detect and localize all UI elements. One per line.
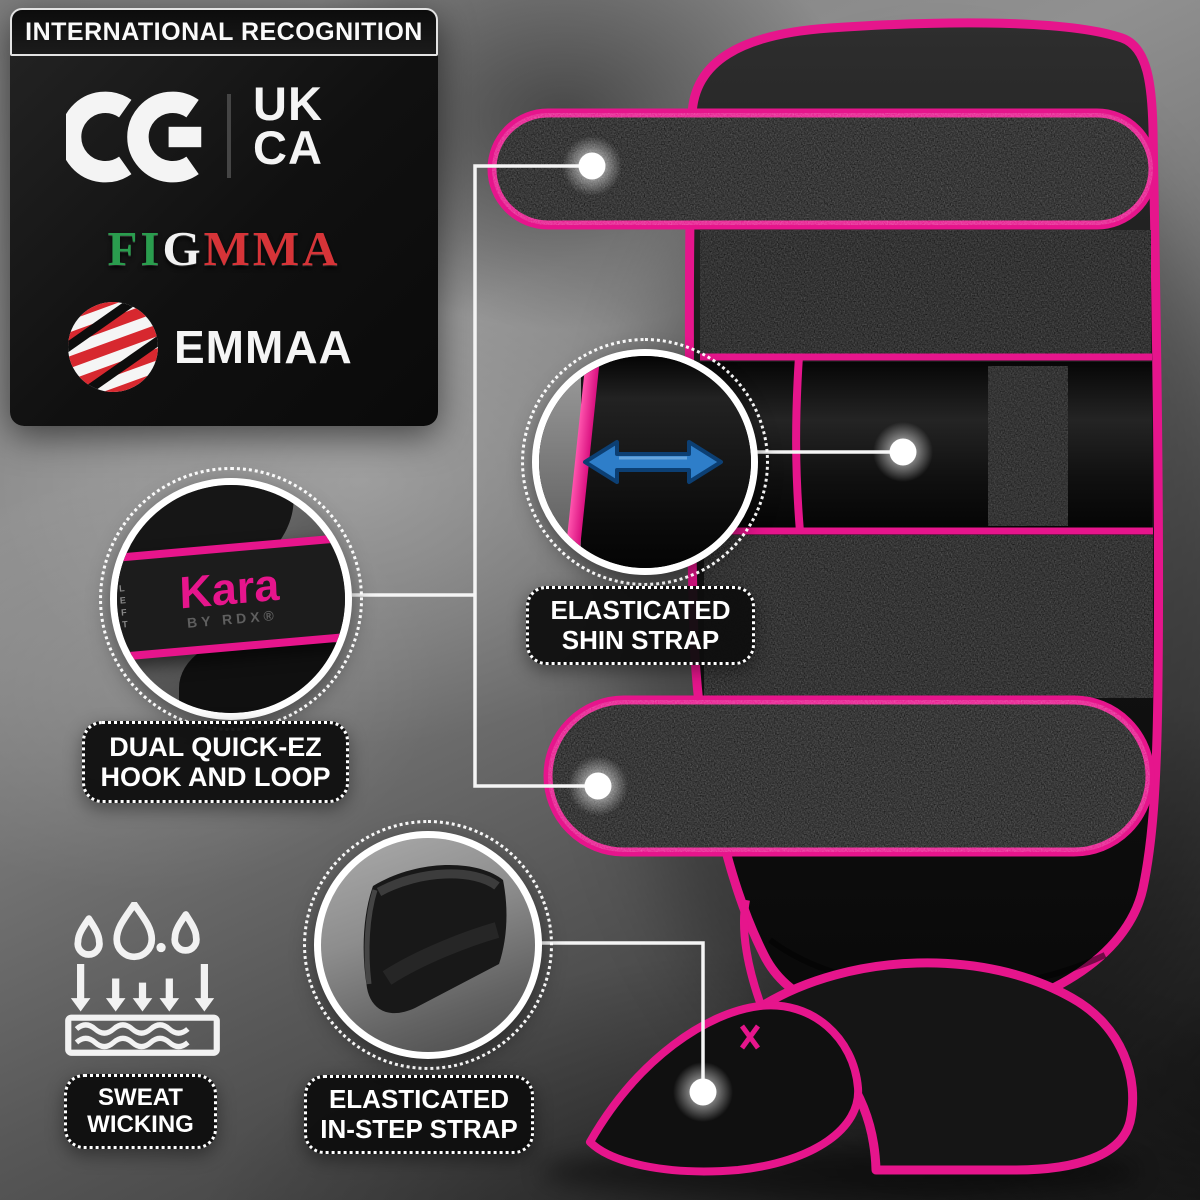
ukca-line1: UK bbox=[253, 77, 323, 130]
divider bbox=[227, 94, 231, 178]
shin-strap-closeup-circle bbox=[521, 338, 769, 586]
blue-double-arrow-icon bbox=[577, 433, 729, 491]
callout-lines bbox=[352, 164, 903, 1092]
rdx-mark bbox=[739, 1024, 761, 1050]
strap-closeup-circle: Kara BY RDX® LEFT bbox=[99, 467, 363, 731]
emmaa-striped-ball-icon bbox=[68, 302, 158, 392]
closeup-background bbox=[539, 356, 751, 568]
closeup-background bbox=[321, 838, 535, 1052]
label-line2: WICKING bbox=[87, 1110, 194, 1138]
label-line2: IN-STEP STRAP bbox=[320, 1113, 518, 1144]
background-sliver bbox=[539, 356, 590, 568]
kara-branded-strap: Kara BY RDX® LEFT bbox=[117, 532, 345, 663]
figmma-g: G bbox=[162, 221, 204, 276]
label-line1: ELASTICATED bbox=[550, 595, 731, 626]
figmma-logo: FIGMMA bbox=[10, 220, 438, 277]
figmma-mma: MMA bbox=[203, 221, 341, 276]
instep-strap-closeup-circle bbox=[303, 820, 553, 1070]
emmaa-logo: EMMAA bbox=[66, 300, 353, 394]
elastic-strap-closeup bbox=[581, 356, 751, 568]
label-elasticated-instep-strap: ELASTICATED IN-STEP STRAP bbox=[304, 1075, 534, 1154]
ukca-mark: UK CA bbox=[253, 77, 323, 174]
figmma-fi: FI bbox=[107, 221, 163, 276]
label-line2: SHIN STRAP bbox=[561, 624, 720, 655]
wavy-fabric-icon bbox=[65, 1014, 220, 1056]
middle-velcro-strap bbox=[543, 695, 1155, 857]
sweat-wicking-icon bbox=[60, 902, 225, 1057]
kara-wordmark: Kara bbox=[179, 558, 281, 619]
water-droplets-icon bbox=[74, 902, 200, 961]
panel-title: INTERNATIONAL RECOGNITION bbox=[10, 8, 438, 56]
label-dual-quick-ez: DUAL QUICK-EZ HOOK AND LOOP bbox=[82, 721, 349, 803]
label-line2: HOOK AND LOOP bbox=[100, 762, 331, 792]
callout-dots bbox=[562, 136, 933, 1122]
ukca-line2: CA bbox=[253, 121, 323, 174]
pad-shadow-bottom bbox=[178, 635, 345, 713]
heel-pad bbox=[757, 958, 1138, 1175]
instep-strap-shape bbox=[363, 864, 507, 1014]
emmaa-wordmark: EMMAA bbox=[174, 321, 353, 373]
by-rdx-wordmark: BY RDX® bbox=[186, 606, 279, 631]
ce-mark-icon bbox=[66, 86, 210, 188]
side-label: LEFT bbox=[117, 582, 131, 632]
certification-panel: INTERNATIONAL RECOGNITION UK CA FIGMMA bbox=[10, 8, 438, 426]
top-velcro-strap bbox=[487, 108, 1158, 230]
label-line1: SWEAT bbox=[98, 1083, 183, 1111]
label-sweat-wicking: SWEAT WICKING bbox=[64, 1074, 217, 1149]
panel-title-text: INTERNATIONAL RECOGNITION bbox=[25, 17, 423, 46]
label-line1: ELASTICATED bbox=[328, 1084, 510, 1115]
closeup-background bbox=[117, 485, 345, 713]
pad-shadow-top bbox=[117, 485, 311, 612]
pink-piping bbox=[561, 356, 603, 568]
down-arrows-icon bbox=[70, 964, 215, 1012]
label-line1: DUAL QUICK-EZ bbox=[109, 731, 322, 762]
label-elasticated-shin-strap: ELASTICATED SHIN STRAP bbox=[526, 586, 755, 665]
